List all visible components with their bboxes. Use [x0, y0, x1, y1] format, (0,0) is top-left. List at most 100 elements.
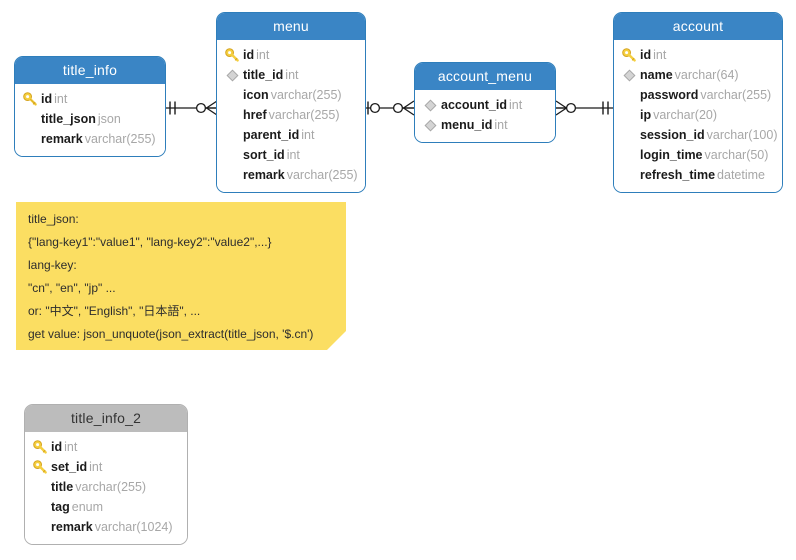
sticky-note-title-json[interactable]: title_json: {"lang-key1":"value1", "lang… [16, 202, 346, 350]
field-type: datetime [717, 168, 765, 182]
entity-title-info[interactable]: title_info id int title_json [14, 56, 166, 157]
field-type: json [97, 112, 121, 126]
entity-title-info-2[interactable]: title_info_2 id int [24, 404, 188, 545]
field-type: enum [71, 500, 104, 514]
entity-menu-header: menu [217, 13, 365, 40]
field-type: varchar(100) [706, 128, 778, 142]
field-row[interactable]: id int [217, 45, 365, 65]
field-row[interactable]: account_id int [415, 95, 555, 115]
field-type: varchar(64) [674, 68, 739, 82]
entity-title-info-fields: id int title_json json remark varchar(25… [15, 84, 165, 156]
field-row[interactable]: title_id int [217, 65, 365, 85]
no-key-icon [621, 107, 638, 123]
no-key-icon [224, 107, 241, 123]
entity-account-menu-fields: account_id int menu_id int [415, 90, 555, 142]
field-name: id [41, 92, 53, 106]
note-line: or: "中文", "English", "日本語", ... [28, 304, 201, 318]
primary-key-icon [32, 459, 49, 475]
field-name: refresh_time [640, 168, 716, 182]
field-row[interactable]: menu_id int [415, 115, 555, 135]
field-name: id [243, 48, 255, 62]
field-name: remark [51, 520, 93, 534]
no-key-icon [32, 499, 49, 515]
relationship-menu-account-menu[interactable] [366, 98, 415, 118]
field-row[interactable]: name varchar(64) [614, 65, 782, 85]
no-key-icon [621, 147, 638, 163]
field-row[interactable]: title_json json [15, 109, 165, 129]
field-type: varchar(50) [704, 148, 769, 162]
field-row[interactable]: tag enum [25, 497, 187, 517]
field-type: int [653, 48, 667, 62]
field-row[interactable]: password varchar(255) [614, 85, 782, 105]
field-name: set_id [51, 460, 88, 474]
field-name: menu_id [441, 118, 493, 132]
entity-menu[interactable]: menu id int [216, 12, 366, 193]
note-line: lang-key: [28, 258, 77, 272]
entity-account-fields: id int name varchar(64) password varchar… [614, 40, 782, 192]
field-type: int [54, 92, 68, 106]
field-row[interactable]: set_id int [25, 457, 187, 477]
no-key-icon [32, 479, 49, 495]
note-line: "cn", "en", "jp" ... [28, 281, 116, 295]
primary-key-icon [621, 47, 638, 63]
no-key-icon [32, 519, 49, 535]
primary-key-icon [224, 47, 241, 63]
field-name: title_id [243, 68, 284, 82]
no-key-icon [224, 87, 241, 103]
entity-account-menu[interactable]: account_menu account_id int menu_id [414, 62, 556, 143]
no-key-icon [621, 87, 638, 103]
field-row[interactable]: remark varchar(1024) [25, 517, 187, 537]
field-row[interactable]: ip varchar(20) [614, 105, 782, 125]
entity-menu-fields: id int title_id int icon varchar(255) h [217, 40, 365, 192]
field-name: id [51, 440, 63, 454]
no-key-icon [621, 167, 638, 183]
field-type: int [286, 148, 300, 162]
field-name: id [640, 48, 652, 62]
note-line: get value: json_unquote(json_extract(tit… [28, 327, 314, 341]
foreign-key-icon [621, 67, 638, 83]
field-type: int [89, 460, 103, 474]
field-name: account_id [441, 98, 507, 112]
no-key-icon [22, 111, 39, 127]
field-row[interactable]: sort_id int [217, 145, 365, 165]
field-row[interactable]: parent_id int [217, 125, 365, 145]
field-name: ip [640, 108, 652, 122]
field-name: remark [41, 132, 83, 146]
field-name: title [51, 480, 74, 494]
entity-account[interactable]: account id int [613, 12, 783, 193]
field-row[interactable]: title varchar(255) [25, 477, 187, 497]
field-row[interactable]: id int [15, 89, 165, 109]
field-row[interactable]: session_id varchar(100) [614, 125, 782, 145]
primary-key-icon [22, 91, 39, 107]
field-row[interactable]: remark varchar(255) [217, 165, 365, 185]
field-row[interactable]: login_time varchar(50) [614, 145, 782, 165]
field-row[interactable]: id int [25, 437, 187, 457]
entity-title-info-2-fields: id int set_id int title varchar [25, 432, 187, 544]
no-key-icon [224, 127, 241, 143]
field-type: int [256, 48, 270, 62]
entity-account-menu-header: account_menu [415, 63, 555, 90]
field-row[interactable]: icon varchar(255) [217, 85, 365, 105]
field-type: varchar(255) [75, 480, 147, 494]
no-key-icon [224, 167, 241, 183]
field-type: int [494, 118, 508, 132]
field-row[interactable]: remark varchar(255) [15, 129, 165, 149]
relationship-title-info-menu[interactable] [165, 98, 218, 118]
note-line: title_json: [28, 212, 79, 226]
field-type: int [64, 440, 78, 454]
field-type: int [509, 98, 523, 112]
field-name: tag [51, 500, 70, 514]
field-type: varchar(255) [270, 88, 342, 102]
field-row[interactable]: href varchar(255) [217, 105, 365, 125]
field-name: href [243, 108, 267, 122]
field-type: int [285, 68, 299, 82]
foreign-key-icon [422, 97, 439, 113]
field-row[interactable]: id int [614, 45, 782, 65]
field-name: name [640, 68, 673, 82]
relationship-account-menu-account[interactable] [555, 98, 614, 118]
no-key-icon [621, 127, 638, 143]
field-row[interactable]: refresh_time datetime [614, 165, 782, 185]
field-type: varchar(255) [286, 168, 358, 182]
field-type: varchar(255) [700, 88, 772, 102]
field-name: sort_id [243, 148, 285, 162]
